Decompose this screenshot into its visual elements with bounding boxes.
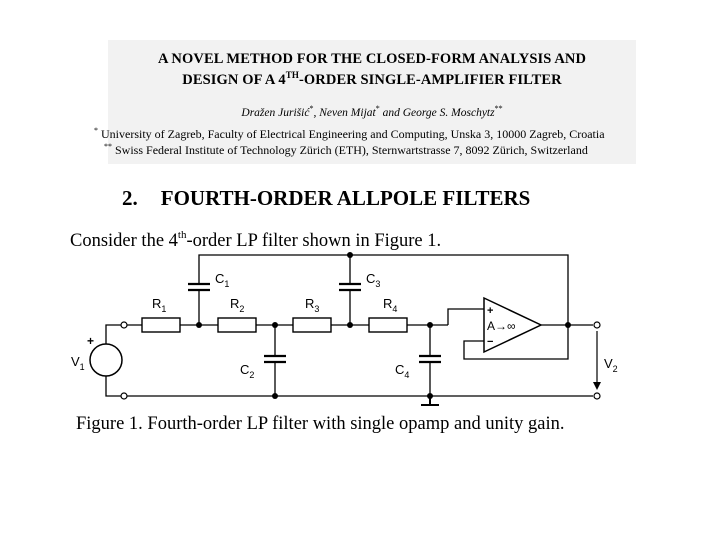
label-c3: C3 — [366, 271, 380, 289]
label-v1: V1 — [71, 354, 85, 372]
section-title: FOURTH-ORDER ALLPOLE FILTERS — [160, 186, 531, 210]
circuit-wires — [105, 254, 593, 397]
affiliation-1: * University of Zagreb, Faculty of Elect… — [94, 126, 605, 142]
opamp-minus-sign: − — [487, 336, 493, 348]
affiliation-2-mark: ** — [104, 142, 112, 151]
affiliation-2-text: Swiss Federal Institute of Technology Zü… — [112, 143, 588, 157]
voltage-source-icon — [89, 343, 123, 377]
intro-superscript: th — [177, 229, 187, 241]
resistor-r3 — [292, 317, 332, 333]
label-r4: R4 — [383, 296, 397, 314]
opamp-icon — [483, 296, 543, 354]
intro-text-pre: Consider the 4 — [70, 231, 178, 251]
paper-header-band — [108, 40, 636, 164]
paper-title-line-2: DESIGN OF A 4TH-ORDER SINGLE-AMPLIFIER F… — [108, 70, 636, 89]
title-text-post: -ORDER SINGLE-AMPLIFIER FILTER — [299, 72, 562, 88]
title-superscript: TH — [285, 70, 299, 80]
junction-dots — [196, 252, 571, 399]
capacitor-c3 — [339, 282, 361, 292]
author-1: Dražen Jurišić — [241, 107, 310, 119]
capacitor-c1 — [188, 282, 210, 292]
label-v2: V2 — [604, 356, 618, 374]
affiliation-1-text: University of Zagreb, Faculty of Electri… — [98, 127, 605, 141]
resistor-r4 — [368, 317, 408, 333]
opamp-plus-sign: + — [487, 305, 493, 317]
author-1-mark: * — [309, 104, 314, 113]
capacitor-c4 — [419, 354, 441, 364]
label-c2: C2 — [240, 362, 254, 380]
source-plus-sign: + — [87, 334, 94, 348]
section-heading: 2. FOURTH-ORDER ALLPOLE FILTERS — [122, 186, 530, 211]
intro-paragraph: Consider the 4th-order LP filter shown i… — [70, 229, 441, 252]
label-r3: R3 — [305, 296, 319, 314]
terminals — [120, 321, 601, 400]
title-text-pre: DESIGN OF A 4 — [182, 72, 286, 88]
paper-title-line-1: A NOVEL METHOD FOR THE CLOSED-FORM ANALY… — [157, 51, 587, 67]
resistor-r1 — [141, 317, 181, 333]
label-c1: C1 — [215, 271, 229, 289]
author-2: , Neven Mijat — [313, 107, 376, 119]
resistor-r2 — [217, 317, 257, 333]
author-3-mark: ** — [494, 104, 503, 113]
opamp-gain-label: A→∞ — [487, 319, 516, 333]
paper-authors: Dražen Jurišić*, Neven Mijat* and George… — [108, 104, 636, 119]
label-r2: R2 — [230, 296, 244, 314]
figure-caption: Figure 1. Fourth-order LP filter with si… — [76, 414, 565, 434]
affiliation-1-mark: * — [94, 126, 98, 135]
arrow-head-icon — [593, 382, 601, 390]
intro-text-post: -order LP filter shown in Figure 1. — [186, 231, 442, 251]
author-3: and George S. Moschytz — [379, 107, 495, 119]
author-2-mark: * — [375, 104, 380, 113]
affiliation-2: ** Swiss Federal Institute of Technology… — [104, 142, 588, 158]
label-c4: C4 — [395, 362, 409, 380]
capacitor-c2 — [264, 354, 286, 364]
label-r1: R1 — [152, 296, 166, 314]
section-number: 2. — [122, 186, 138, 210]
